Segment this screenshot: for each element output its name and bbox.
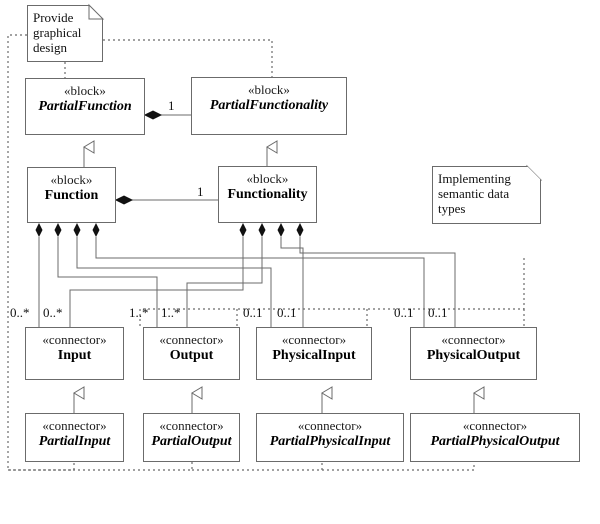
association-functionality-to-physicaloutput — [299, 237, 456, 327]
stereotype-label: «connector» — [462, 418, 528, 433]
stereotype-label: «connector» — [42, 418, 107, 433]
stereotype-label: «block» — [50, 172, 93, 187]
note-anchor-graphical-design — [7, 34, 475, 471]
stereotype-label: «block» — [64, 83, 106, 98]
connector-name-label: PartialInput — [38, 434, 111, 449]
multiplicity-function-functionality: 1 — [197, 184, 204, 199]
stereotype-label: «block» — [248, 82, 290, 97]
note-text: Provide graphical design — [33, 10, 82, 55]
block-name-label: PartialFunctionality — [209, 98, 329, 113]
multiplicity-physicaloutput-right: 0..1 — [428, 305, 448, 320]
connector-partial-physical-output[interactable]: «connector» PartialPhysicalOutput — [410, 413, 580, 462]
block-name-label: PartialFunction — [38, 99, 132, 114]
connector-physical-output[interactable]: «connector» PhysicalOutput — [410, 327, 537, 380]
block-functionality[interactable]: «block» Functionality — [218, 166, 317, 223]
stereotype-label: «connector» — [159, 332, 224, 347]
multiplicity-output-left: 1..* — [129, 305, 149, 320]
multiplicity-physicaloutput-left: 0..1 — [394, 305, 414, 320]
note-implementing-semantic-data-types: Implementing semantic data types — [432, 166, 541, 224]
association-function-to-physicaloutput — [95, 237, 425, 327]
connector-name-label: PartialPhysicalInput — [269, 434, 391, 449]
connector-partial-input[interactable]: «connector» PartialInput — [25, 413, 124, 462]
composition-function-functionality — [114, 195, 218, 205]
composition-partialfunction-partialfunctionality — [143, 110, 191, 120]
multiplicity-output-right: 1..* — [161, 305, 181, 320]
multiplicity-partialfunction-partialfunctionality: 1 — [168, 98, 175, 113]
stereotype-label: «connector» — [42, 332, 107, 347]
connector-physical-input[interactable]: «connector» PhysicalInput — [256, 327, 372, 380]
multiplicity-input-right: 0..* — [43, 305, 63, 320]
connector-output[interactable]: «connector» Output — [143, 327, 240, 380]
connector-partial-physical-input[interactable]: «connector» PartialPhysicalInput — [256, 413, 404, 462]
association-functionality-to-output — [186, 237, 263, 327]
association-functionality-to-physicalinput — [280, 237, 304, 327]
connector-partial-output[interactable]: «connector» PartialOutput — [143, 413, 240, 462]
multiplicity-physicalinput-left: 0..1 — [243, 305, 263, 320]
connector-name-label: PhysicalInput — [272, 348, 356, 363]
connector-input[interactable]: «connector» Input — [25, 327, 124, 380]
association-functionality-to-input — [69, 237, 244, 327]
connector-name-label: Input — [57, 348, 92, 363]
connector-name-label: Output — [169, 348, 214, 363]
stereotype-label: «connector» — [281, 332, 347, 347]
stereotype-label: «connector» — [159, 418, 224, 433]
block-function[interactable]: «block» Function — [27, 167, 116, 223]
composition-diamonds-functionality — [239, 223, 304, 237]
block-name-label: Functionality — [227, 187, 308, 202]
note-text: Implementing semantic data types — [438, 171, 511, 216]
multiplicity-physicalinput-right: 0..1 — [277, 305, 297, 320]
stereotype-label: «connector» — [297, 418, 363, 433]
association-function-to-output — [57, 237, 158, 327]
connector-name-label: PartialOutput — [151, 434, 232, 449]
note-anchor-semantic-types — [139, 258, 525, 327]
association-function-to-physicalinput — [76, 237, 272, 327]
block-name-label: Function — [44, 188, 99, 203]
block-partial-function[interactable]: «block» PartialFunction — [25, 78, 145, 135]
stereotype-label: «block» — [246, 171, 289, 186]
composition-diamonds-function — [35, 223, 100, 237]
connector-name-label: PhysicalOutput — [426, 348, 521, 363]
stereotype-label: «connector» — [441, 332, 506, 347]
connector-name-label: PartialPhysicalOutput — [430, 434, 560, 449]
multiplicity-input-left: 0..* — [10, 305, 30, 320]
block-partial-functionality[interactable]: «block» PartialFunctionality — [191, 77, 347, 135]
